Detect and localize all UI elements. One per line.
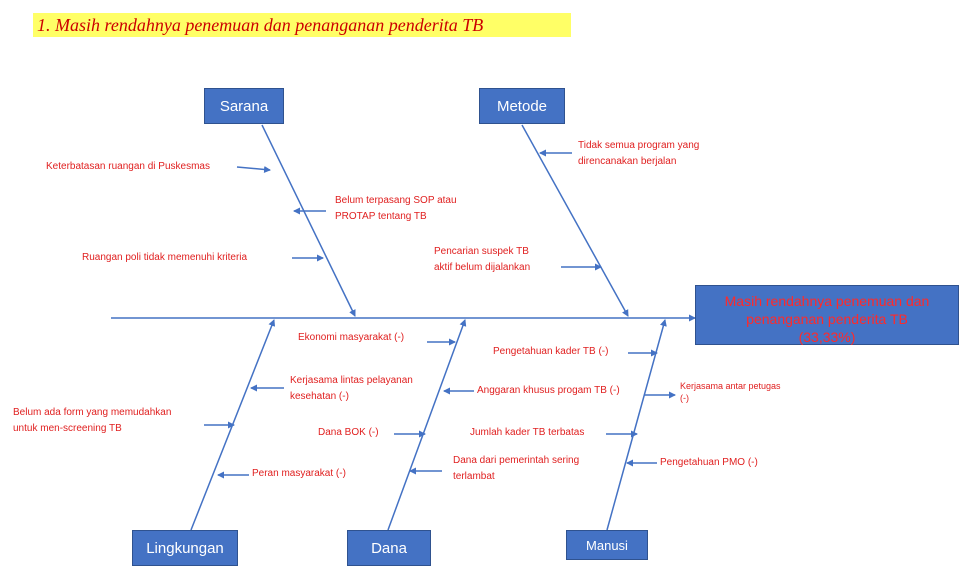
category-manusi-box: Manusi <box>566 530 648 560</box>
cause-dana-2: Dana BOK (-) <box>318 427 379 438</box>
bone-metode <box>521 124 629 317</box>
cause-manusi-2: Anggaran khusus progam TB (-) <box>477 385 620 396</box>
cause-metode-1-line-1: Tidak semua program yang <box>578 140 700 151</box>
cause-dana-3-line-1: Dana dari pemerintah sering <box>453 455 580 466</box>
category-metode-label: Metode <box>496 97 548 115</box>
cause-lingkungan-1-line-2: kesehatan (-) <box>290 391 349 402</box>
cause-manusi-5: Pengetahuan PMO (-) <box>660 457 758 468</box>
cause-metode-2: Pencarian suspek TB aktif belum dijalank… <box>434 244 530 276</box>
cause-lingkungan-2-line-1: Belum ada form yang memudahkan <box>13 407 172 418</box>
effect-line-2: penanganan penderita TB <box>746 311 908 327</box>
cause-metode-1-line-2: direncanakan berjalan <box>578 156 677 167</box>
cause-metode-2-line-2: aktif belum dijalankan <box>434 262 531 273</box>
cause-manusi-3-line-2: (-) <box>680 393 689 403</box>
cause-lingkungan-1: Kerjasama lintas pelayanan kesehatan (-) <box>290 373 413 405</box>
category-lingkungan-label: Lingkungan <box>146 539 224 557</box>
cause-manusi-1: Pengetahuan kader TB (-) <box>493 346 609 357</box>
effect-line-3: (33,33%) <box>798 329 856 345</box>
category-lingkungan-box: Lingkungan <box>132 530 238 566</box>
category-sarana-box: Sarana <box>204 88 284 124</box>
cause-manusi-3-line-1: Kerjasama antar petugas <box>680 381 781 391</box>
cause-manusi-3: Kerjasama antar petugas (-) <box>680 380 781 404</box>
category-manusi-label: Manusi <box>586 537 628 553</box>
effect-box: Masih rendahnya penemuan dan penanganan … <box>695 285 959 345</box>
cause-sarana-2-line-1: Belum terpasang SOP atau <box>335 195 457 206</box>
bone-manusi <box>606 319 667 531</box>
cause-lingkungan-2: Belum ada form yang memudahkan untuk men… <box>13 405 171 437</box>
effect-line-1: Masih rendahnya penemuan dan <box>724 293 930 309</box>
cause-sarana-2-line-2: PROTAP tentang TB <box>335 211 427 222</box>
bone-dana <box>387 319 467 531</box>
cause-sarana-2: Belum terpasang SOP atau PROTAP tentang … <box>335 193 457 225</box>
page-title: 1. Masih rendahnya penemuan dan penangan… <box>37 15 484 35</box>
category-dana-box: Dana <box>347 530 431 566</box>
cause-sarana-3: Ruangan poli tidak memenuhi kriteria <box>82 252 248 263</box>
title-banner: 1. Masih rendahnya penemuan dan penangan… <box>33 13 571 37</box>
cause-lingkungan-3: Peran masyarakat (-) <box>252 468 346 479</box>
cause-metode-2-line-1: Pencarian suspek TB <box>434 246 529 257</box>
arrow-sarana-1 <box>236 165 271 173</box>
cause-dana-1: Ekonomi masyarakat (-) <box>298 332 405 343</box>
category-metode-box: Metode <box>479 88 565 124</box>
cause-manusi-4: Jumlah kader TB terbatas <box>470 427 585 438</box>
category-sarana-label: Sarana <box>219 97 269 115</box>
cause-lingkungan-1-line-1: Kerjasama lintas pelayanan <box>290 375 413 386</box>
cause-lingkungan-2-line-2: untuk men-screening TB <box>13 423 122 434</box>
cause-sarana-1: Keterbatasan ruangan di Puskesmas <box>46 161 210 172</box>
cause-dana-3-line-2: terlambat <box>453 471 495 482</box>
category-dana-label: Dana <box>371 539 407 557</box>
bone-sarana <box>261 124 356 317</box>
cause-metode-1: Tidak semua program yang direncanakan be… <box>578 138 699 170</box>
cause-dana-3: Dana dari pemerintah sering terlambat <box>453 453 579 485</box>
